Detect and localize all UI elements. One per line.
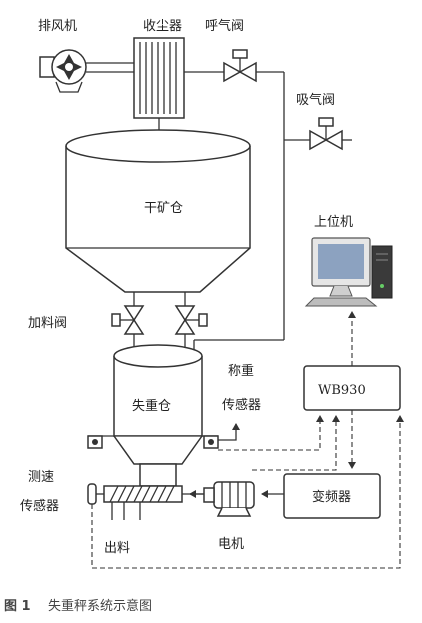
exhale-valve-icon	[184, 49, 284, 83]
controller-label: WB930	[318, 383, 366, 398]
exhaust-fan-icon	[39, 49, 134, 93]
feed-valve-label: 加料阀	[28, 316, 67, 331]
host-computer-icon	[304, 237, 393, 307]
inverter-label: 变频器	[312, 489, 351, 505]
dust-collector-label: 收尘器	[143, 19, 182, 34]
signal-lines	[91, 311, 404, 569]
speed-sensor-label-2: 传感器	[20, 498, 59, 514]
weighing-sensor-label-1: 称重	[228, 363, 254, 379]
loss-weight-bin-label: 失重仓	[132, 398, 171, 414]
screw-conveyor	[103, 485, 214, 520]
feed-valve-icon	[111, 292, 208, 350]
exhale-valve-label: 呼气阀	[205, 18, 244, 34]
dry-ore-bin-label: 干矿仓	[144, 201, 183, 216]
motor-label: 电机	[218, 537, 244, 552]
exhaust-fan-label: 排风机	[38, 19, 77, 34]
loss-weight-bin	[113, 344, 203, 487]
inhale-valve-label: 吸气阀	[296, 92, 335, 108]
weighing-frame	[87, 423, 240, 449]
host-computer-label: 上位机	[314, 215, 353, 230]
weighing-sensor-label-2: 传感器	[222, 397, 261, 413]
speed-sensor-icon	[87, 483, 104, 505]
figure-number: 图 1	[4, 599, 31, 614]
discharge-label: 出料	[104, 541, 130, 556]
figure-caption: 失重秤系统示意图	[48, 598, 152, 614]
inverter-box	[283, 473, 381, 519]
motor-icon	[189, 481, 255, 517]
dust-collector-icon	[133, 37, 185, 140]
dry-ore-bin	[65, 129, 251, 293]
inhale-valve-icon	[284, 117, 352, 151]
speed-sensor-label-1: 测速	[28, 470, 54, 485]
